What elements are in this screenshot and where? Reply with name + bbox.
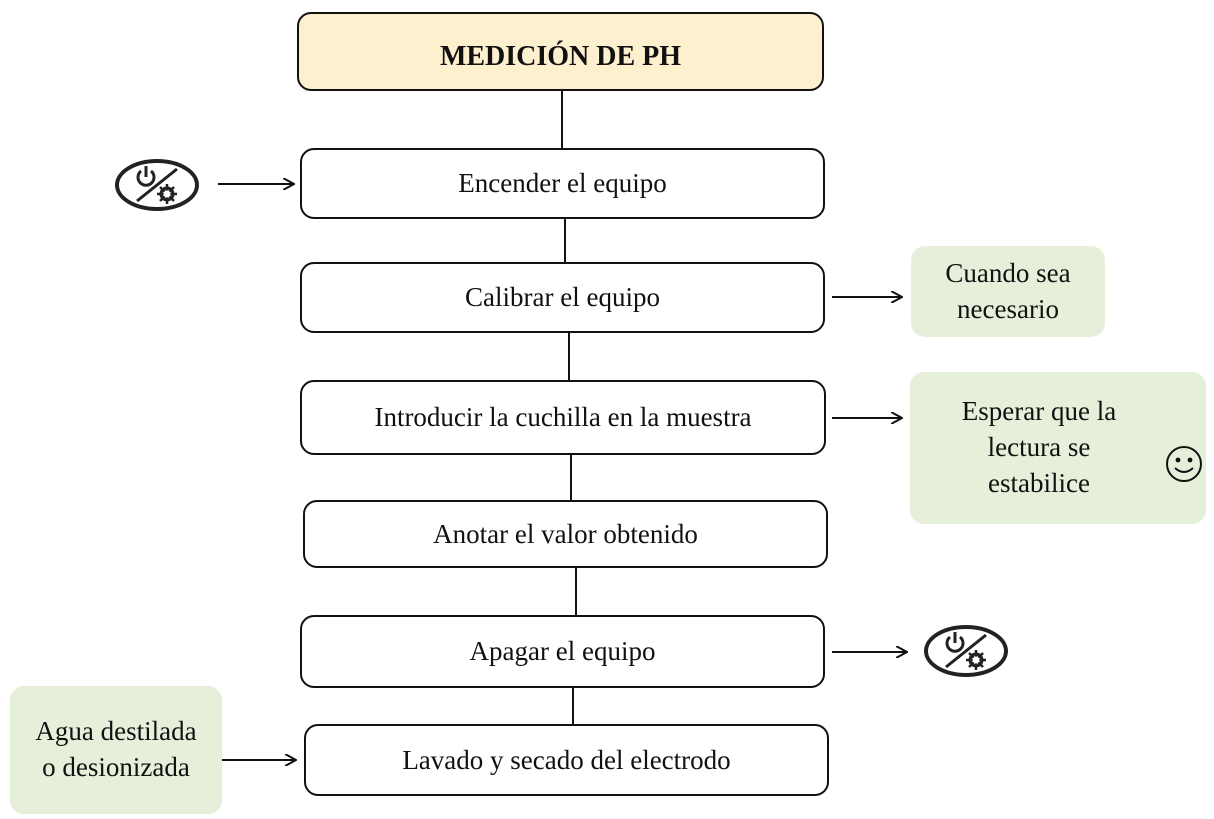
power-settings-icon — [115, 159, 199, 211]
step-lavado-label: Lavado y secado del electrodo — [402, 744, 731, 775]
note-esperar-lectura-text: Esperar que la lectura se estabilice — [961, 396, 1117, 498]
note-esperar-lectura: Esperar que la lectura se estabilice — [910, 372, 1206, 524]
step-calibrar-label: Calibrar el equipo — [465, 282, 660, 313]
step-encender-label: Encender el equipo — [458, 168, 667, 199]
step-introducir-label: Introducir la cuchilla en la muestra — [374, 402, 752, 433]
step-apagar-label: Apagar el equipo — [469, 636, 656, 667]
step-anotar: Anotar el valor obtenido — [303, 500, 828, 568]
step-introducir: Introducir la cuchilla en la muestra — [300, 380, 826, 455]
step-calibrar: Calibrar el equipo — [300, 262, 825, 333]
note-agua-destilada: Agua destilada o desionizada — [10, 686, 222, 814]
step-encender: Encender el equipo — [300, 148, 825, 219]
title-box: MEDICIÓN DE PH — [297, 12, 824, 91]
note-cuando-sea-necesario: Cuando sea necesario — [911, 246, 1105, 337]
note-agua-destilada-text: Agua destilada o desionizada — [35, 716, 197, 782]
title-text: MEDICIÓN DE PH — [439, 41, 682, 72]
step-anotar-label: Anotar el valor obtenido — [433, 518, 698, 549]
step-apagar: Apagar el equipo — [300, 615, 825, 688]
power-settings-icon — [924, 625, 1008, 677]
step-lavado: Lavado y secado del electrodo — [304, 724, 829, 796]
note-cuando-sea-necesario-text: Cuando sea necesario — [945, 257, 1071, 324]
smiley-icon — [1166, 446, 1202, 482]
